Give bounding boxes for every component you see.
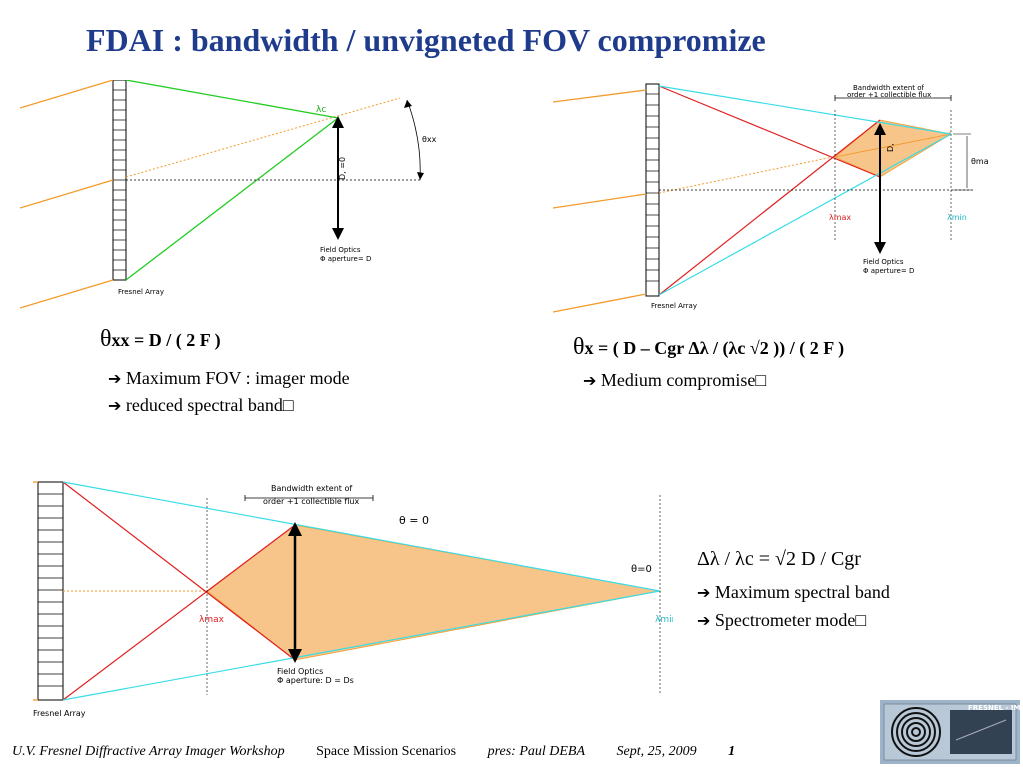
bullet-medium: ➔ Medium compromise□ — [583, 370, 766, 391]
fresnel-array-label: Fresnel Array — [118, 288, 164, 296]
d-label: D, =0 — [338, 157, 347, 180]
diagram-compromise: Bandwidth extent of order +1 collectible… — [553, 83, 988, 313]
theta-xx-label: θxx — [422, 135, 437, 144]
aperture-label: Φ aperture= D — [863, 267, 914, 275]
lambda-max-label: λmax — [829, 213, 851, 222]
bandwidth-label-2: order +1 collectible flux — [847, 91, 931, 99]
diagram-spectrometer-mode: Bandwidth extent of order +1 collectible… — [33, 481, 673, 718]
fresnel-array-label: Fresnel Array — [651, 302, 697, 310]
bandwidth-label-2: order +1 collectible flux — [263, 497, 360, 506]
footer-date: Sept, 25, 2009 — [616, 744, 697, 759]
footer: U.V. Fresnel Diffractive Array Imager Wo… — [12, 744, 763, 760]
formula-imager: θxx = D / ( 2 F ) — [100, 326, 221, 353]
bandwidth-label: Bandwidth extent of — [853, 84, 925, 92]
formula-compromise: θx = ( D – Cgr Δλ / (λc √2 )) / ( 2 F ) — [573, 334, 844, 361]
bullet-text: reduced spectral band — [125, 395, 283, 415]
field-optics-label: Field Optics — [863, 258, 904, 266]
bullet-text: Maximum spectral band — [714, 582, 890, 602]
field-optics-label: Field Optics — [320, 246, 361, 254]
formula-spectrometer: Δλ / λc = √2 D / Cgr — [697, 548, 861, 571]
diagram-imager-mode: λc θxx D, =0 Field Optics Φ aperture= D … — [20, 80, 437, 309]
slide-title: FDAI : bandwidth / unvigneted FOV compro… — [86, 22, 766, 58]
arrow-right-icon: ➔ — [108, 396, 122, 415]
formula-text-a: x = — [584, 338, 613, 358]
aperture-label: Φ aperture= D — [320, 255, 371, 263]
footer-scenarios: Space Mission Scenarios — [316, 744, 457, 759]
theta-zero-label-right: θ=0 — [631, 564, 652, 575]
arrow-right-icon: ➔ — [697, 611, 711, 630]
box-icon: □ — [755, 370, 767, 390]
lambda-c-label: λc — [316, 105, 326, 115]
box-icon: □ — [855, 610, 867, 630]
fresnel-array-label: Fresnel Array — [33, 709, 86, 718]
lambda-max-label: λmax — [199, 615, 225, 625]
theta-symbol: θ — [573, 334, 585, 360]
fresnel-logo: FRESNEL - IMT — [880, 700, 1020, 764]
arrow-right-icon: ➔ — [108, 369, 122, 388]
field-optics-label: Field Optics — [277, 667, 323, 676]
arrow-right-icon: ➔ — [583, 371, 597, 390]
bullet-text: Spectrometer mode — [714, 610, 856, 630]
page-number: 1 — [728, 744, 736, 759]
lambda-min-label: λmin — [655, 615, 673, 625]
theta-zero-label: θ = 0 — [399, 514, 429, 527]
lambda-min-label: λmin — [947, 213, 967, 222]
theta-max-label: θmax — [971, 157, 988, 166]
formula-text-b: ( D – Cgr Δλ / (λc √2 )) / ( 2 F ) — [612, 338, 845, 358]
bandwidth-label: Bandwidth extent of — [271, 484, 352, 493]
bullet-max-fov: ➔ Maximum FOV : imager mode — [108, 368, 350, 389]
d-label: D, — [886, 143, 895, 152]
arrow-right-icon: ➔ — [697, 583, 711, 602]
bullet-reduced-band: ➔ reduced spectral band□ — [108, 395, 294, 416]
box-icon: □ — [282, 395, 294, 415]
bullet-text: Maximum FOV : imager mode — [125, 368, 350, 388]
bullet-text: Medium compromise — [600, 370, 756, 390]
formula-text: Δλ / λc = √2 D / Cgr — [697, 548, 861, 570]
theta-symbol: θ — [100, 326, 112, 352]
bullet-spectrometer: ➔ Spectrometer mode□ — [697, 610, 866, 631]
footer-workshop: U.V. Fresnel Diffractive Array Imager Wo… — [12, 744, 285, 759]
logo-text: FRESNEL - IMT — [968, 704, 1020, 712]
aperture-label: Φ aperture: D = Ds — [277, 676, 354, 685]
bullet-max-spectral: ➔ Maximum spectral band — [697, 582, 890, 603]
formula-text: xx = D / ( 2 F ) — [111, 330, 221, 350]
footer-presenter: pres: Paul DEBA — [487, 744, 586, 759]
